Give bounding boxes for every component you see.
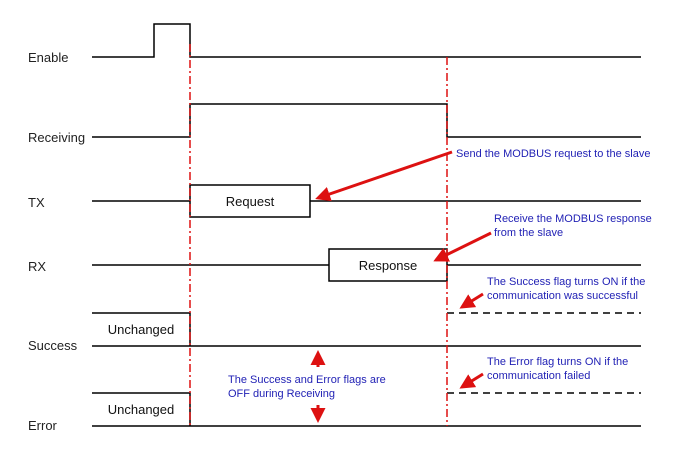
- success-flag-line-2: communication was successful: [487, 290, 638, 302]
- response-box: [328, 248, 448, 282]
- error-flag-arrow: [459, 372, 484, 389]
- error-unchanged-label: Unchanged: [108, 402, 175, 417]
- response-label: Response: [359, 258, 418, 273]
- request-label: Request: [226, 194, 275, 209]
- enable-label: Enable: [28, 50, 68, 65]
- error-flag-note: The Error flag turns ON if the communica…: [487, 356, 631, 382]
- receive-response-arrow: [433, 231, 492, 262]
- flags-off-note: The Success and Error flags are OFF duri…: [228, 374, 389, 400]
- receive-response-line-1: Receive the MODBUS response: [494, 213, 652, 225]
- success-flag-note: The Success flag turns ON if the communi…: [487, 276, 648, 302]
- error-flag-line-2: communication failed: [487, 370, 590, 382]
- enable-waveform: [92, 23, 641, 58]
- send-request-note: Send the MODBUS request to the slave: [456, 148, 650, 160]
- send-request-arrow: [315, 150, 453, 202]
- success-label: Success: [28, 338, 78, 353]
- flags-off-line-1: The Success and Error flags are: [228, 374, 386, 386]
- receiving-label: Receiving: [28, 130, 85, 145]
- receive-response-note: Receive the MODBUS response from the sla…: [494, 213, 655, 239]
- tx-label: TX: [28, 195, 45, 210]
- success-unchanged-label: Unchanged: [108, 322, 175, 337]
- success-flag-arrow: [459, 292, 484, 309]
- success-flag-line-1: The Success flag turns ON if the: [487, 276, 645, 288]
- flags-off-line-2: OFF during Receiving: [228, 388, 335, 400]
- error-flag-line-1: The Error flag turns ON if the: [487, 356, 628, 368]
- receiving-waveform: [92, 103, 641, 138]
- receive-response-line-2: from the slave: [494, 227, 563, 239]
- error-label: Error: [28, 418, 58, 433]
- rx-label: RX: [28, 259, 46, 274]
